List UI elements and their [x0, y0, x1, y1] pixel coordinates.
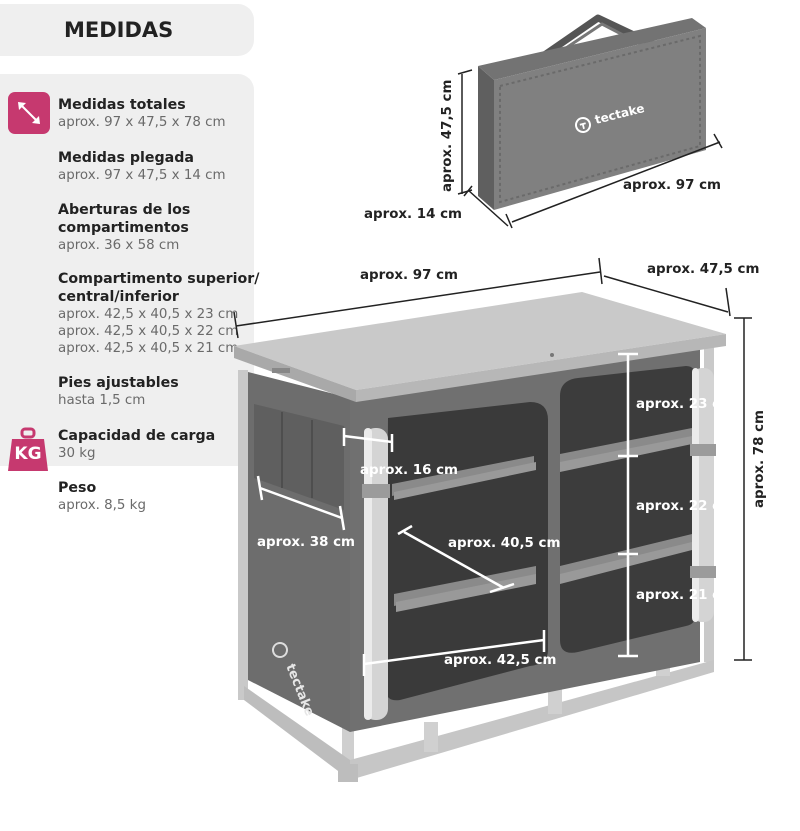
spec-folded-size: Medidas plegada aprox. 97 x 47,5 x 14 cm: [58, 149, 298, 184]
spec-label: Aberturas de los: [58, 202, 191, 218]
bag-height-label: aprox. 47,5 cm: [440, 79, 455, 192]
spec-value: aprox. 42,5 x 40,5 x 23 cm: [58, 307, 239, 322]
shelf-width-label: aprox. 42,5 cm: [444, 653, 557, 668]
compartment-bottom-label: aprox. 21 cm: [636, 588, 734, 603]
storage-bag: tectake: [457, 14, 723, 229]
cabinet-depth-label: aprox. 47,5 cm: [647, 262, 760, 277]
spec-total-size: Medidas totales aprox. 97 x 47,5 x 78 cm: [58, 96, 298, 131]
side-pocket: [254, 404, 344, 510]
spec-panel: [0, 74, 254, 466]
spec-label: Pies ajustables: [58, 375, 179, 391]
tabletop: [234, 292, 726, 390]
bag-width-label: aprox. 97 cm: [623, 178, 721, 193]
dimensions-badge: [8, 92, 50, 134]
spec-value-line3: aprox. 42,5 x 40,5 x 21 cm: [58, 341, 239, 356]
spec-label: Medidas totales: [58, 97, 186, 113]
spec-value: aprox. 97 x 47,5 x 78 cm: [58, 115, 226, 130]
spec-label: Medidas plegada: [58, 150, 194, 166]
spec-value: hasta 1,5 cm: [58, 393, 146, 408]
frame-leg: [238, 370, 248, 700]
spec-load-capacity: Capacidad de carga 30 kg: [58, 427, 298, 462]
cabinet-width-label: aprox. 97 cm: [360, 268, 458, 283]
spec-openings: Aberturas de los compartimentos aprox. 3…: [58, 201, 298, 254]
side-depth-label: aprox. 38 cm: [257, 535, 355, 550]
spec-compartments: Compartimento superior/ central/inferior…: [58, 270, 298, 357]
spec-adjustable-feet: Pies ajustables hasta 1,5 cm: [58, 374, 298, 409]
spec-label-line2: central/inferior: [58, 289, 179, 305]
compartment-top-label: aprox. 23 cm: [636, 397, 734, 412]
weight-badge-text: KG: [14, 444, 42, 464]
cabinet-height-label: aprox. 78 cm: [752, 410, 767, 508]
spec-label: Capacidad de carga: [58, 428, 216, 444]
page-title: MEDIDAS: [0, 4, 254, 56]
page-title-text: MEDIDAS: [64, 18, 174, 42]
bag-side: [478, 66, 494, 210]
opening-depth-label: aprox. 16 cm: [360, 463, 458, 478]
spec-value: aprox. 36 x 58 cm: [58, 238, 180, 253]
spec-label-line2: compartimentos: [58, 220, 189, 236]
kg-weight-icon: [8, 427, 48, 471]
spec-label: Compartimento superior/: [58, 271, 260, 287]
cabinet: tectake: [233, 257, 752, 782]
spec-value: aprox. 8,5 kg: [58, 498, 146, 513]
shelf-depth-label: aprox. 40,5 cm: [448, 536, 561, 551]
bag-top: [478, 18, 706, 80]
bag-depth-label: aprox. 14 cm: [364, 207, 462, 222]
spec-label: Peso: [58, 480, 97, 496]
spec-value: 30 kg: [58, 446, 96, 461]
left-opening: [386, 402, 548, 701]
diagonal-arrow-icon: [18, 102, 40, 124]
weight-badge: KG: [6, 427, 50, 473]
compartment-middle-label: aprox. 22 cm: [636, 499, 734, 514]
spec-value-line2: aprox. 42,5 x 40,5 x 22 cm: [58, 324, 239, 339]
spec-weight: Peso aprox. 8,5 kg: [58, 479, 298, 514]
spec-value: aprox. 97 x 47,5 x 14 cm: [58, 168, 226, 183]
